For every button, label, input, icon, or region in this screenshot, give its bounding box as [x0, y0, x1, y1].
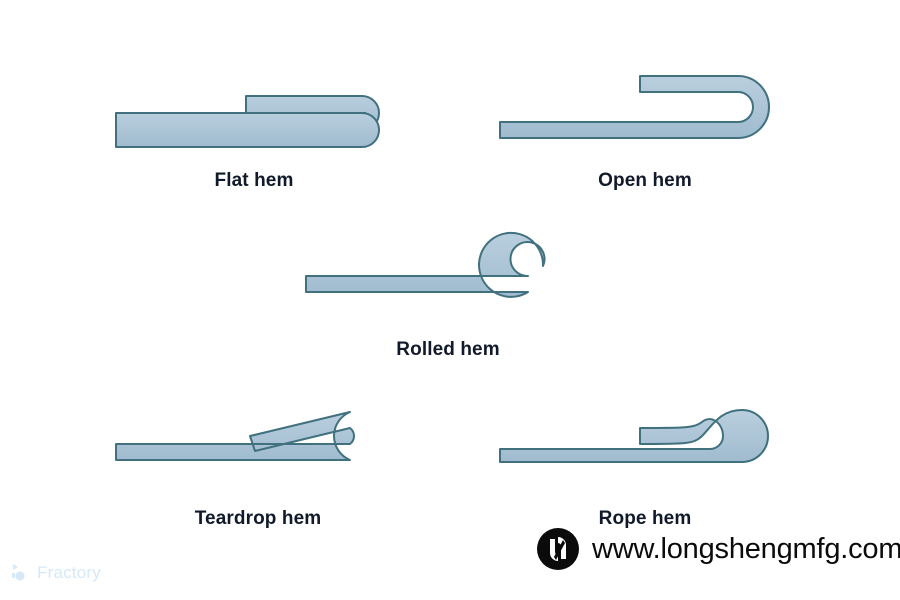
rolled-hem-figure [305, 231, 546, 298]
label-teardrop-hem: Teardrop hem [194, 508, 322, 529]
rope-hem-looped-strip [499, 409, 769, 463]
flat-hem-figure [115, 95, 380, 148]
diagram-rope-hem [480, 396, 810, 494]
open-hem-folded-strip [499, 75, 770, 139]
label-flat-hem: Flat hem [214, 170, 294, 191]
watermark: www.longshengmfg.com [536, 527, 900, 571]
rope-hem-figure [499, 409, 769, 463]
open-hem-figure [499, 75, 770, 139]
diagram-rolled-hem [288, 222, 608, 327]
watermark-url: www.longshengmfg.com [592, 532, 900, 565]
fractory-wordmark: Fractory [37, 563, 101, 582]
fractory-dots-icon [12, 564, 25, 581]
label-open-hem: Open hem [598, 170, 692, 191]
teardrop-hem-folded-strip [115, 411, 355, 461]
fractory-logo: Fractory [10, 562, 101, 584]
rolled-hem-curled-strip [305, 231, 546, 298]
longsheng-ls-monogram-icon [537, 528, 579, 570]
diagram-flat-hem [94, 86, 414, 156]
label-rope-hem: Rope hem [598, 508, 692, 529]
teardrop-hem-figure [115, 411, 355, 461]
flat-hem-base-sheet [115, 112, 380, 148]
label-rolled-hem: Rolled hem [396, 339, 500, 360]
diagram-open-hem [480, 62, 810, 156]
diagram-teardrop-hem [98, 398, 418, 494]
